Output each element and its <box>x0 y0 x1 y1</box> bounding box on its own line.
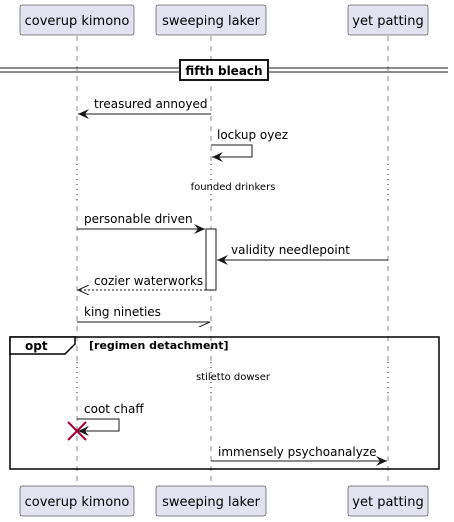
message-label: immensely psychoanalyze <box>218 445 377 459</box>
destroy-x-icon <box>67 421 87 441</box>
participant-laker-top: sweeping laker <box>155 4 267 36</box>
participant-label: sweeping laker <box>162 495 261 510</box>
message-label: king nineties <box>84 305 161 319</box>
delay-stiletto-dowser: stiletto dowser <box>11 362 438 394</box>
message-label: cozier waterworks <box>94 274 203 288</box>
participant-patting-bottom: yet patting <box>347 485 429 517</box>
message-king-nineties: king nineties <box>77 305 210 322</box>
message-label: treasured annoyed <box>94 97 207 111</box>
message-label: validity needlepoint <box>231 243 350 257</box>
message-validity-needlepoint: validity needlepoint <box>217 243 388 265</box>
message-treasured-annoyed: treasured annoyed <box>78 97 211 119</box>
participant-coverup-bottom: coverup kimono <box>19 485 135 517</box>
participant-coverup-top: coverup kimono <box>19 4 135 36</box>
divider-label: fifth bleach <box>185 64 262 78</box>
fragment-opt: opt [regimen detachment] <box>9 336 440 470</box>
fragment-keyword: opt <box>25 339 48 353</box>
divider: fifth bleach <box>0 59 448 81</box>
participant-label: yet patting <box>352 495 423 510</box>
fragment-guard: [regimen detachment] <box>89 339 229 352</box>
message-label: coot chaff <box>84 402 144 416</box>
delay-label: founded drinkers <box>191 182 276 193</box>
message-coot-chaff: coot chaff <box>77 402 144 436</box>
message-immensely-psychoanalyze: immensely psychoanalyze <box>211 445 387 466</box>
participant-label: yet patting <box>352 14 423 29</box>
message-personable-driven: personable driven <box>77 212 205 234</box>
participant-label: coverup kimono <box>25 14 130 29</box>
participant-patting-top: yet patting <box>347 4 429 36</box>
activation-bar <box>205 228 217 291</box>
delay-label: stiletto dowser <box>196 372 271 383</box>
message-cozier-waterworks: cozier waterworks <box>78 274 206 290</box>
message-lockup-oyez: lockup oyez <box>211 128 288 162</box>
delay-founded-drinkers: founded drinkers <box>0 164 454 200</box>
message-label: lockup oyez <box>217 128 288 142</box>
message-label: personable driven <box>84 212 193 226</box>
participant-label: sweeping laker <box>162 14 261 29</box>
participant-label: coverup kimono <box>25 495 130 510</box>
participant-laker-bottom: sweeping laker <box>155 485 267 517</box>
